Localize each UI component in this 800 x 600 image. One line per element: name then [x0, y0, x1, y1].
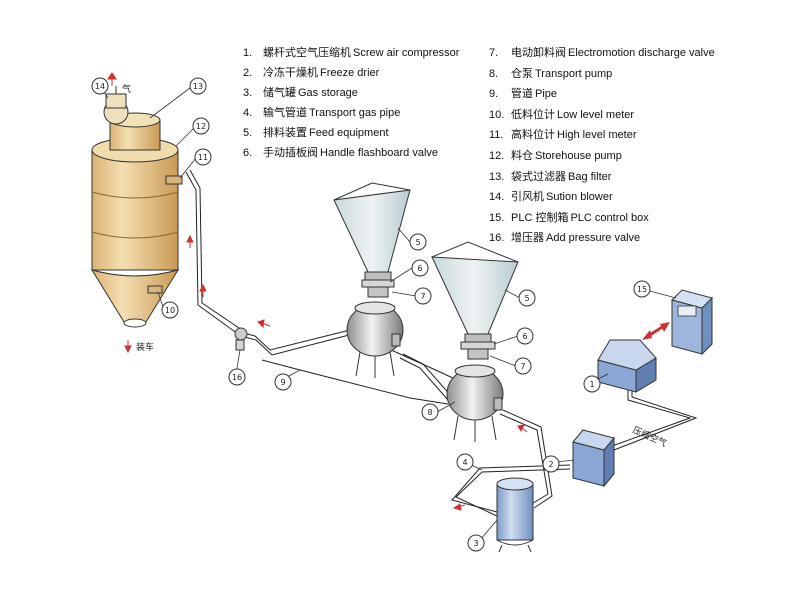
callout-bubbles: 14 13 12 11 10 16 9 5 6 7 5 6 7 8 4 2 1 … [91, 77, 651, 552]
svg-text:7: 7 [520, 362, 525, 371]
svg-text:4: 4 [462, 458, 467, 467]
svg-text:15: 15 [637, 285, 647, 294]
callout-12: 12 [192, 117, 210, 135]
svg-text:16: 16 [232, 373, 242, 382]
svg-text:3: 3 [473, 539, 478, 548]
callout-1: 1 [583, 375, 601, 393]
gas-storage-tank [496, 477, 534, 553]
svg-text:7: 7 [420, 292, 425, 301]
callout-2: 2 [542, 455, 560, 473]
feed-unit-2 [431, 241, 519, 442]
svg-text:11: 11 [198, 153, 208, 162]
callout-6b: 6 [516, 327, 534, 345]
svg-text:12: 12 [196, 122, 206, 131]
plc-control-box [642, 289, 713, 356]
svg-text:5: 5 [524, 294, 529, 303]
svg-text:2: 2 [548, 460, 553, 469]
svg-text:6: 6 [417, 264, 422, 273]
callout-5a: 5 [409, 233, 427, 251]
callout-11: 11 [194, 148, 212, 166]
svg-text:9: 9 [280, 378, 285, 387]
callout-16: 16 [228, 368, 246, 386]
svg-text:1: 1 [589, 380, 594, 389]
callout-7b: 7 [514, 357, 532, 375]
callout-leaders [99, 85, 677, 541]
callout-5b: 5 [518, 289, 536, 307]
callout-15: 15 [633, 280, 651, 298]
screw-air-compressor [597, 339, 657, 393]
callout-4: 4 [456, 453, 474, 471]
callout-13: 13 [189, 77, 207, 95]
callout-14: 14 [91, 77, 109, 95]
callout-3: 3 [467, 534, 485, 552]
callout-6a: 6 [411, 259, 429, 277]
gas-outlet-note: 气 [122, 83, 131, 95]
freeze-drier [572, 429, 615, 488]
feed-unit-1 [333, 182, 411, 378]
truck-loading-note: 装车 [136, 341, 154, 353]
callout-7a: 7 [414, 287, 432, 305]
callout-10: 10 [161, 301, 179, 319]
svg-text:8: 8 [427, 408, 432, 417]
svg-text:13: 13 [193, 82, 203, 91]
svg-text:5: 5 [415, 238, 420, 247]
storage-silo [90, 86, 183, 328]
flow-arrows [107, 72, 528, 511]
svg-text:14: 14 [95, 82, 105, 91]
svg-text:6: 6 [522, 332, 527, 341]
callout-8: 8 [421, 403, 439, 421]
booster-valve [234, 327, 248, 351]
callout-9: 9 [274, 373, 292, 391]
svg-text:10: 10 [165, 306, 175, 315]
